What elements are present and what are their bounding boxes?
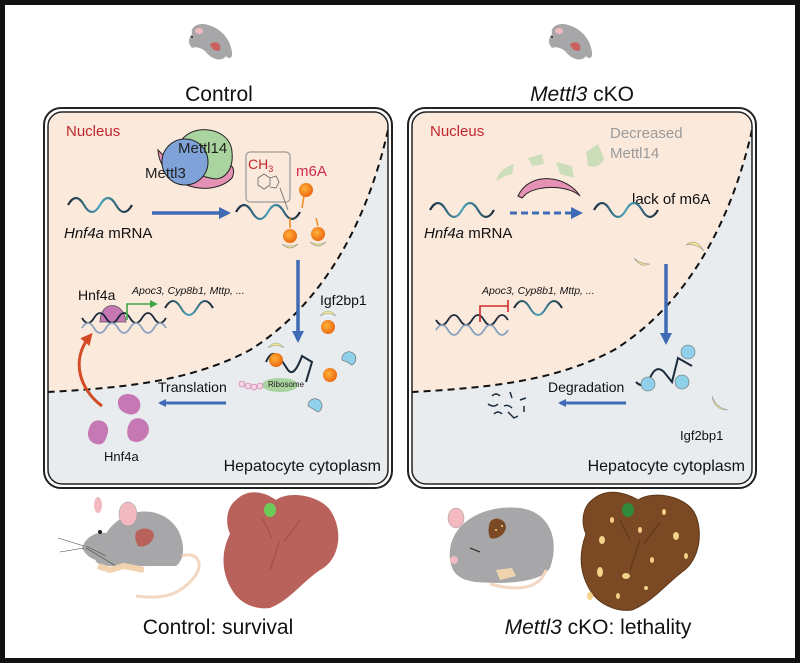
panel-title-cko: Mettl3 cKO xyxy=(530,83,634,106)
methyl-label: CH3 xyxy=(248,156,273,174)
nuclear-envelope xyxy=(48,129,388,393)
hnf4a-proteins xyxy=(88,393,149,445)
writer-complex: Mettl14 Mettl3 xyxy=(145,129,234,189)
ribosome: Ribosome xyxy=(238,378,305,392)
m6a-label: m6A xyxy=(296,163,327,180)
damaged-liver-icon xyxy=(580,491,700,611)
decreased-label-line2: Mettl14 xyxy=(610,145,659,162)
reader-label: Igf2bp1 xyxy=(320,292,367,308)
free-igf2bp1 xyxy=(711,395,729,411)
free-igf2bp1 xyxy=(307,398,323,413)
nucleus-label: Nucleus xyxy=(66,123,120,140)
unprotected-mrna xyxy=(635,344,696,392)
control-header: Control xyxy=(185,24,253,106)
control-cell-panel: Nucleus Mettl14 Mettl3 Hnf4a mRNA CH3 m6… xyxy=(43,107,393,489)
reader-label: Igf2bp1 xyxy=(680,428,723,443)
mrna-fragments xyxy=(487,391,527,419)
protein-label: Hnf4a xyxy=(104,449,139,464)
cko-outcome: Mettl3 cKO: lethality xyxy=(447,491,700,639)
control-outcome: Control: survival xyxy=(57,492,339,639)
mettl14-label: Mettl14 xyxy=(178,140,227,157)
mettl3-subunit xyxy=(161,138,209,186)
mrna-label: Hnf4a mRNA xyxy=(64,225,152,242)
activation-arrow xyxy=(126,300,158,320)
target-genes-label: Apoc3, Cyp8b1, Mttp, ... xyxy=(131,285,245,297)
outcome-label-cko: Mettl3 cKO: lethality xyxy=(505,616,692,639)
genomic-dna xyxy=(81,312,167,324)
mrna-label: Hnf4a mRNA xyxy=(424,225,512,242)
adult-mouse-icon xyxy=(57,497,201,599)
target-genes-label: Apoc3, Cyp8b1, Mttp, ... xyxy=(481,285,595,297)
mrna-strand xyxy=(429,201,495,219)
tf-label: Hnf4a xyxy=(78,287,116,303)
cko-cell-panel: Nucleus Decreased Mettl14 lack of m6A Hn… xyxy=(407,107,757,489)
target-mrna xyxy=(513,300,563,316)
free-igf2bp1 xyxy=(685,241,705,252)
nuclear-envelope xyxy=(412,129,752,393)
decreased-label-line1: Decreased xyxy=(610,125,683,142)
igf2bp1-bound-mrna xyxy=(265,310,357,383)
writer-remnant xyxy=(517,178,581,199)
nuclear-import-arrow xyxy=(77,332,103,408)
m6a-marks xyxy=(281,183,327,249)
mrna-strand xyxy=(67,196,133,214)
outcome-label-control: Control: survival xyxy=(143,616,294,639)
lack-of-m6a-label: lack of m6A xyxy=(632,191,710,208)
cko-header: Mettl3 cKO xyxy=(530,24,634,106)
genomic-dna xyxy=(435,314,509,326)
inhibition-bar xyxy=(479,300,509,322)
m6a-structure-box: CH3 xyxy=(245,151,291,211)
target-mrna xyxy=(164,300,214,316)
mettl3-label: Mettl3 xyxy=(145,165,186,182)
nucleus-label: Nucleus xyxy=(430,123,484,140)
panel-title-control: Control xyxy=(185,83,253,106)
pup-mouse-icon xyxy=(549,24,593,60)
normal-liver-icon xyxy=(223,492,339,609)
cytoplasm-label: Hepatocyte cytoplasm xyxy=(224,458,381,475)
unmethylated-mrna xyxy=(593,201,659,219)
free-igf2bp1 xyxy=(633,257,651,266)
ribosome-label: Ribosome xyxy=(268,380,305,389)
methylated-mrna xyxy=(235,203,301,221)
translation-label: Translation xyxy=(158,379,227,395)
degradation-label: Degradation xyxy=(548,379,624,395)
nucleus-region xyxy=(412,112,752,392)
pup-mouse-icon xyxy=(189,24,233,60)
sick-mouse-icon xyxy=(447,507,554,590)
mettl14-fragments xyxy=(496,144,604,180)
cytoplasm-label: Hepatocyte cytoplasm xyxy=(588,458,745,475)
